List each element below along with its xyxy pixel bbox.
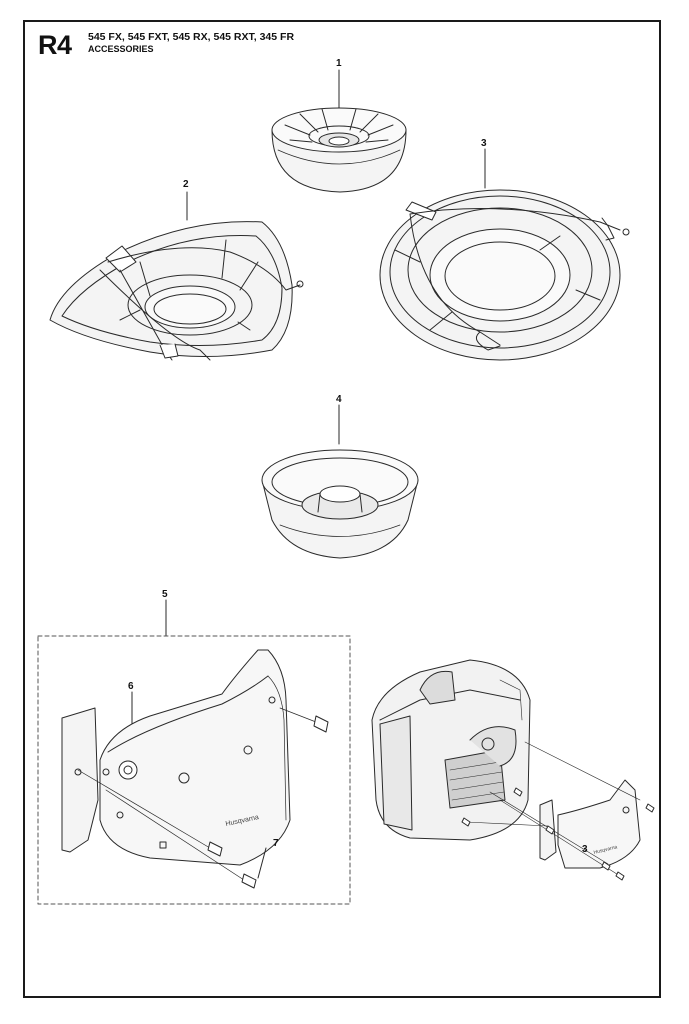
installed-cover-label: Husqvarna bbox=[593, 844, 618, 856]
callout-1: 1 bbox=[336, 58, 342, 69]
page-frame bbox=[23, 20, 661, 998]
section-title: ACCESSORIES bbox=[88, 44, 154, 54]
part-6-cover: Husqvarna bbox=[61, 649, 291, 866]
callout-3-engine: 3 bbox=[582, 844, 588, 855]
part-2-triangular-guard bbox=[49, 191, 304, 361]
part-4-deep-cup bbox=[261, 404, 419, 559]
part-3-large-guard bbox=[379, 148, 630, 361]
callout-numbers: 1 2 3 4 5 6 7 3 bbox=[128, 58, 588, 855]
callout-6: 6 bbox=[128, 681, 134, 692]
callout-7: 7 bbox=[273, 838, 279, 849]
part-7-screws bbox=[77, 707, 329, 889]
model-list: 545 FX, 545 FXT, 545 RX, 545 RXT, 345 FR bbox=[88, 31, 295, 43]
section-code: R4 bbox=[38, 30, 72, 60]
engine-assembly: Husqvarna bbox=[371, 659, 655, 881]
callout-2: 2 bbox=[183, 179, 189, 190]
part-1-small-cup bbox=[271, 69, 407, 193]
callout-5: 5 bbox=[162, 589, 168, 600]
kit-5-frame bbox=[37, 599, 351, 905]
callout-3: 3 bbox=[481, 138, 487, 149]
callout-4: 4 bbox=[336, 394, 342, 405]
